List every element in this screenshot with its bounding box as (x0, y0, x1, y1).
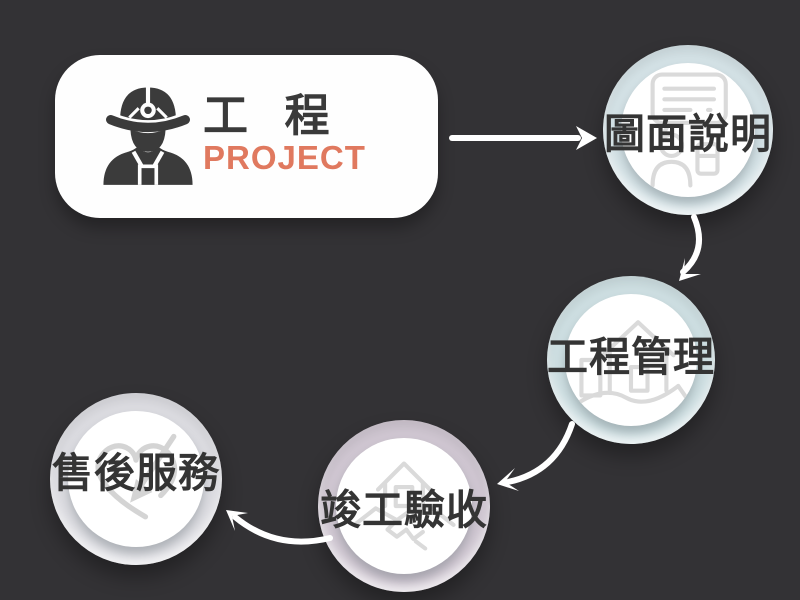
node-inner-disc (621, 63, 755, 197)
step-label: 圖面說明 (604, 111, 772, 157)
step-label: 工程管理 (547, 334, 715, 381)
arrowhead-right-icon (576, 126, 597, 150)
building-handshake-icon (352, 461, 456, 551)
step-node-after-sales-service: 售後服務 (50, 393, 222, 565)
arrow-step3-to-step4 (232, 514, 333, 545)
card-subtitle: PROJECT (203, 139, 366, 176)
arrowhead-left-icon (497, 468, 519, 491)
step-node-drawing-explanation: 圖面說明 (603, 45, 773, 215)
arrow-step1-to-step2 (680, 214, 702, 275)
step-node-project-management: 工程管理 (547, 276, 715, 444)
house-in-hand-icon (577, 320, 689, 405)
node-inner-disc (336, 438, 472, 574)
project-card: 工 程 PROJECT (55, 55, 438, 218)
arrowhead-downleft-icon (679, 258, 701, 281)
arrowhead-upleft-icon (226, 510, 248, 531)
node-inner-disc (565, 294, 697, 426)
heart-arrow-icon (95, 433, 178, 520)
node-inner-disc (68, 411, 204, 547)
construction-worker-icon (103, 87, 193, 185)
step-label: 售後服務 (52, 449, 220, 496)
arrow-step2-to-step3 (505, 421, 575, 485)
card-title: 工 程 (203, 90, 342, 141)
presentation-board-icon (650, 72, 728, 188)
step-label: 竣工驗收 (320, 487, 488, 533)
step-node-completion-inspection: 竣工驗收 (318, 420, 490, 592)
